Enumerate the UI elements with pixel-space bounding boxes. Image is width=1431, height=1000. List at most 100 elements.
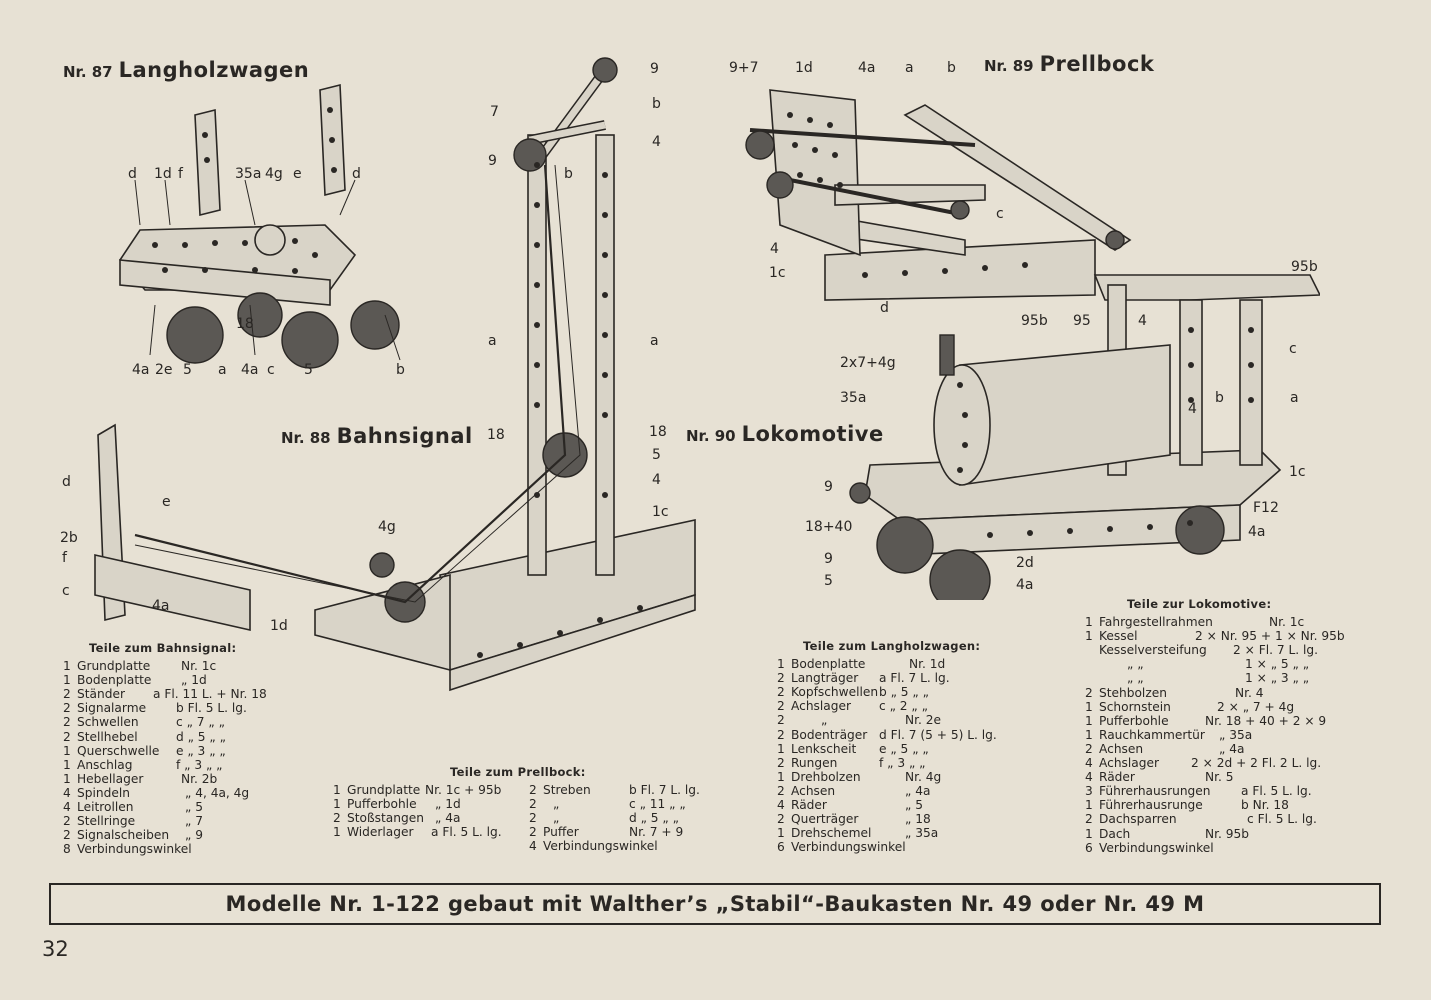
callout: b <box>396 362 405 378</box>
list-item: 2„d „ 5 „ „ <box>529 811 679 826</box>
callout: 4 <box>770 241 779 257</box>
callout: c <box>62 583 70 599</box>
callout: 9 <box>824 551 833 567</box>
callout: c <box>1289 341 1297 357</box>
callout: 7 <box>490 104 499 120</box>
callout: 1d <box>795 60 813 76</box>
callout: 4a <box>241 362 259 378</box>
callout: b <box>652 96 661 112</box>
callout: 4a <box>132 362 150 378</box>
callout: 4a <box>152 598 170 614</box>
callout: 1d <box>154 166 172 182</box>
callout: 4 <box>1138 313 1147 329</box>
callout: 18 <box>487 427 505 443</box>
callout: 95 <box>1073 313 1091 329</box>
prellbock-drawing <box>745 89 1132 301</box>
callout: 2d <box>1016 555 1034 571</box>
callout: 5 <box>824 573 833 589</box>
parts-list-title: Teile zur Lokomotive: <box>1127 597 1272 611</box>
callout: 18 <box>236 316 254 332</box>
langholzwagen-drawing <box>119 83 401 369</box>
callout: d <box>128 166 137 182</box>
page-number: 32 <box>42 937 69 961</box>
callout: 1d <box>270 618 288 634</box>
callout: 4 <box>652 134 661 150</box>
callout: c <box>267 362 275 378</box>
callout: 5 <box>183 362 192 378</box>
parts-list-title: Teile zum Prellbock: <box>450 765 586 779</box>
callout: b <box>947 60 956 76</box>
callout: a <box>218 362 227 378</box>
footer-banner: Modelle Nr. 1-122 gebaut mit Walther’s „… <box>49 883 1381 925</box>
callout: 9+7 <box>729 60 759 76</box>
callout: a <box>488 333 497 349</box>
callout: d <box>62 474 71 490</box>
callout: 1c <box>1289 464 1306 480</box>
callout: 4a <box>1016 577 1034 593</box>
callout: a <box>905 60 914 76</box>
callout: F12 <box>1253 500 1279 516</box>
callout: d <box>352 166 361 182</box>
callout: e <box>162 494 171 510</box>
callout: 5 <box>652 447 661 463</box>
callout: b <box>564 166 573 182</box>
callout: 18+40 <box>805 519 853 535</box>
callout: 4 <box>652 472 661 488</box>
callout: 95b <box>1021 313 1048 329</box>
list-item: „ „1 × „ 3 „ „ <box>1127 671 1310 686</box>
callout: 1c <box>652 504 669 520</box>
callout: 35a <box>840 390 867 406</box>
callout: d <box>880 300 889 316</box>
callout: 35a <box>235 166 262 182</box>
callout: 4a <box>858 60 876 76</box>
callout: 2e <box>155 362 173 378</box>
list-item: „ „1 × „ 5 „ „ <box>1127 657 1310 672</box>
